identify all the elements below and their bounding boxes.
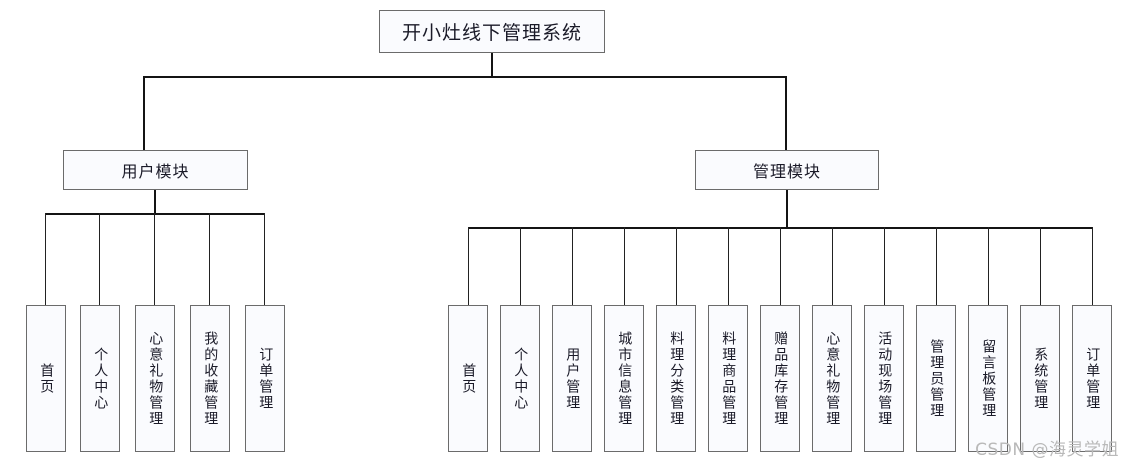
node-leaf-admin-12[interactable]: 系统管理 — [1020, 305, 1060, 452]
node-leaf-admin-3-label: 用户管理 — [564, 346, 581, 411]
node-module-user[interactable]: 用户模块 — [63, 150, 248, 190]
node-leaf-user-4-label: 我的收藏管理 — [202, 330, 219, 427]
connector-admin-drop-9 — [884, 227, 885, 305]
connector-user-drop-3 — [154, 213, 155, 305]
node-module-admin-label: 管理模块 — [752, 162, 821, 181]
connector-admin-drop-3 — [572, 227, 573, 305]
node-leaf-admin-4-label: 城市信息管理 — [616, 330, 633, 427]
connector-admin-drop-1 — [468, 227, 469, 305]
connector-admin-drop-8 — [832, 227, 833, 305]
connector-user-drop-5 — [264, 213, 265, 305]
node-leaf-user-2[interactable]: 个人中心 — [80, 305, 120, 452]
node-leaf-admin-6[interactable]: 料理商品管理 — [708, 305, 748, 452]
node-leaf-admin-5[interactable]: 料理分类管理 — [656, 305, 696, 452]
node-leaf-user-3-label: 心意礼物管理 — [147, 330, 164, 427]
connector-admin-drop-13 — [1092, 227, 1093, 305]
node-leaf-user-1[interactable]: 首页 — [26, 305, 66, 452]
connector-admin-module-stub — [786, 190, 788, 228]
node-leaf-user-1-label: 首页 — [38, 362, 55, 395]
node-leaf-admin-6-label: 料理商品管理 — [720, 330, 737, 427]
node-leaf-admin-10[interactable]: 管理员管理 — [916, 305, 956, 452]
node-leaf-admin-2[interactable]: 个人中心 — [500, 305, 540, 452]
connector-user-drop-4 — [209, 213, 210, 305]
node-leaf-admin-13[interactable]: 订单管理 — [1072, 305, 1112, 452]
node-leaf-admin-7[interactable]: 赠品库存管理 — [760, 305, 800, 452]
connector-admin-drop-4 — [624, 227, 625, 305]
node-leaf-admin-13-label: 订单管理 — [1084, 346, 1101, 411]
node-leaf-admin-11[interactable]: 留言板管理 — [968, 305, 1008, 452]
node-root[interactable]: 开小灶线下管理系统 — [379, 10, 605, 53]
node-leaf-admin-8[interactable]: 心意礼物管理 — [812, 305, 852, 452]
node-leaf-admin-1-label: 首页 — [460, 362, 477, 395]
node-leaf-admin-12-label: 系统管理 — [1032, 346, 1049, 411]
connector-admin-drop-10 — [936, 227, 937, 305]
connector-admin-drop-7 — [780, 227, 781, 305]
connector-user-module-stub — [154, 190, 156, 214]
node-root-label: 开小灶线下管理系统 — [401, 22, 582, 44]
node-leaf-admin-1[interactable]: 首页 — [448, 305, 488, 452]
connector-root-stub — [491, 53, 493, 77]
node-leaf-user-5[interactable]: 订单管理 — [245, 305, 285, 452]
connector-admin-drop-2 — [520, 227, 521, 305]
connector-admin-drop-12 — [1040, 227, 1041, 305]
connector-admin-drop-6 — [728, 227, 729, 305]
node-leaf-admin-2-label: 个人中心 — [512, 346, 529, 411]
node-leaf-admin-3[interactable]: 用户管理 — [552, 305, 592, 452]
node-leaf-user-2-label: 个人中心 — [92, 346, 109, 411]
connector-drop-admin-module — [785, 76, 787, 151]
node-leaf-admin-5-label: 料理分类管理 — [668, 330, 685, 427]
connector-user-bus — [45, 213, 265, 215]
node-leaf-user-5-label: 订单管理 — [257, 346, 274, 411]
node-leaf-user-4[interactable]: 我的收藏管理 — [190, 305, 230, 452]
connector-level1-bus — [143, 76, 786, 78]
connector-admin-drop-5 — [676, 227, 677, 305]
node-leaf-admin-9-label: 活动现场管理 — [876, 330, 893, 427]
node-leaf-admin-4[interactable]: 城市信息管理 — [604, 305, 644, 452]
node-leaf-admin-8-label: 心意礼物管理 — [824, 330, 841, 427]
node-leaf-admin-11-label: 留言板管理 — [980, 338, 997, 419]
connector-user-drop-1 — [45, 213, 46, 305]
connector-drop-user-module — [143, 76, 145, 151]
connector-admin-drop-11 — [988, 227, 989, 305]
connector-user-drop-2 — [99, 213, 100, 305]
node-leaf-admin-7-label: 赠品库存管理 — [772, 330, 789, 427]
node-leaf-admin-9[interactable]: 活动现场管理 — [864, 305, 904, 452]
node-module-user-label: 用户模块 — [121, 162, 190, 181]
node-leaf-user-3[interactable]: 心意礼物管理 — [135, 305, 175, 452]
node-leaf-admin-10-label: 管理员管理 — [928, 338, 945, 419]
node-module-admin[interactable]: 管理模块 — [695, 150, 879, 190]
